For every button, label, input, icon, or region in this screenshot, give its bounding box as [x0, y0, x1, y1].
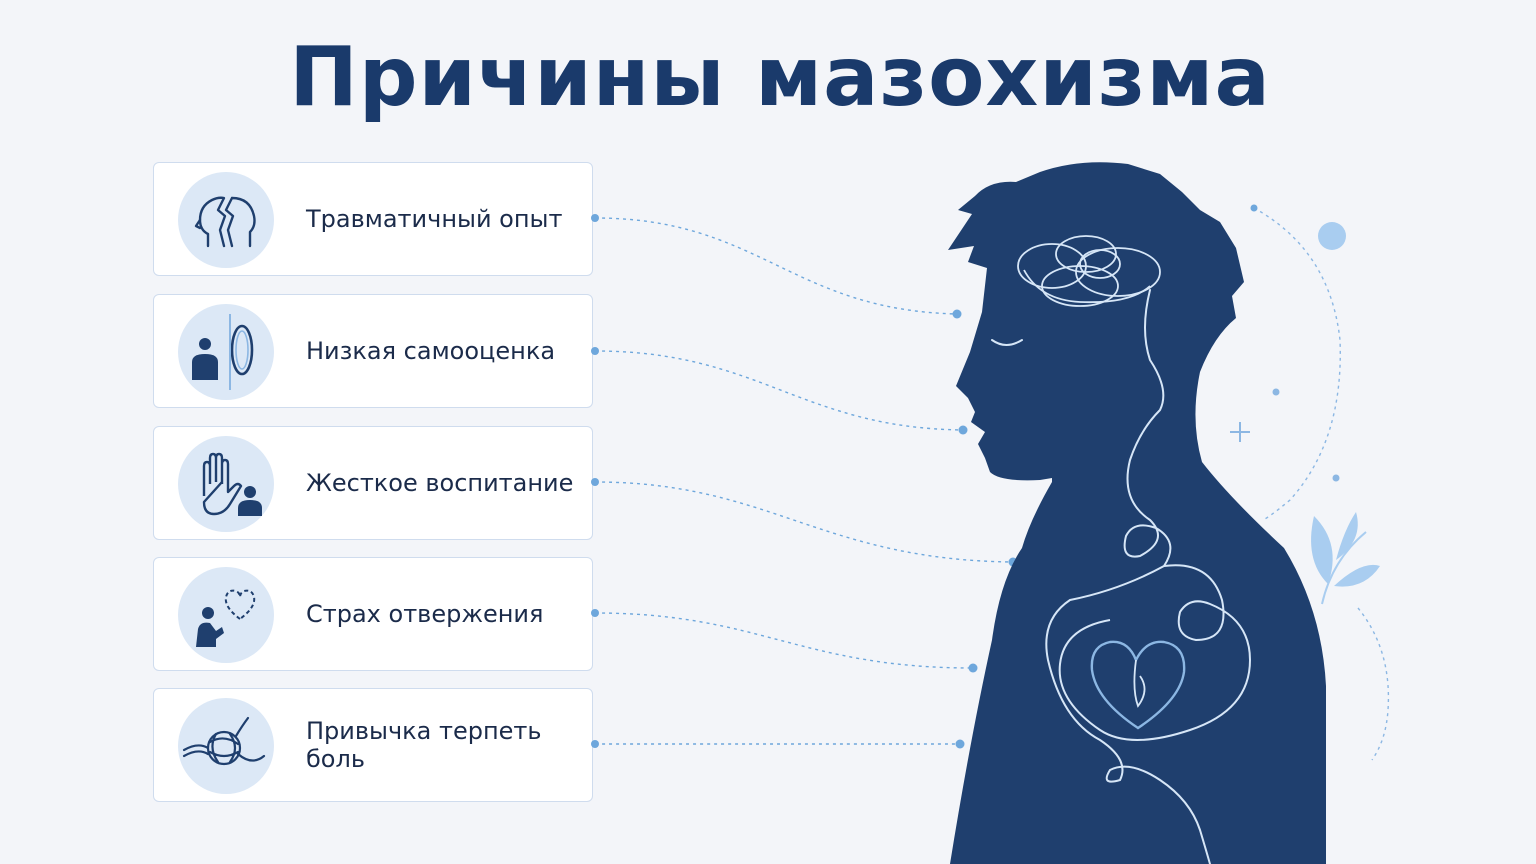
thread-line [1045, 289, 1211, 864]
sad-person-heart-icon [178, 567, 274, 663]
cause-label: Страх отвержения [306, 600, 544, 628]
decor-dot [1250, 204, 1258, 212]
heart-thread [1133, 659, 1146, 708]
connector-dots [591, 214, 1018, 749]
connector-line [594, 481, 1014, 563]
head-silhouette [948, 162, 1326, 864]
connector-lines [594, 217, 1014, 745]
decor-dot [1332, 474, 1340, 482]
tangled-thoughts [1017, 235, 1161, 307]
cause-card-pain-habit: Привычка терпеть боль [153, 688, 593, 802]
cause-card-upbringing: Жесткое воспитание [153, 426, 593, 540]
decor-plus [1230, 422, 1250, 442]
leaf-sprig-icon [1311, 512, 1380, 605]
cause-label: Низкая самооценка [306, 337, 556, 365]
decor-circle [1318, 222, 1346, 250]
tangled-knot-icon [178, 698, 274, 794]
connector-line [594, 350, 964, 431]
broken-head-icon [178, 172, 274, 268]
closed-eye [991, 339, 1023, 346]
connector-line [594, 612, 974, 669]
cause-card-rejection: Страх отвержения [153, 557, 593, 671]
decor-dot [1272, 388, 1280, 396]
cause-label: Травматичный опыт [306, 205, 563, 233]
cause-card-self-esteem: Низкая самооценка [153, 294, 593, 408]
connector-line [594, 217, 958, 315]
page-title: Причины мазохизма [289, 30, 1271, 125]
person-mirror-icon [178, 304, 274, 400]
stop-hand-icon [178, 436, 274, 532]
cause-label: Привычка терпеть боль [306, 717, 542, 773]
cause-label: Жесткое воспитание [306, 469, 574, 497]
thread-loops [1058, 564, 1252, 741]
cause-card-trauma: Травматичный опыт [153, 162, 593, 276]
decor-dotted-arc [1253, 207, 1341, 521]
decor-dotted-arc [1357, 607, 1390, 761]
